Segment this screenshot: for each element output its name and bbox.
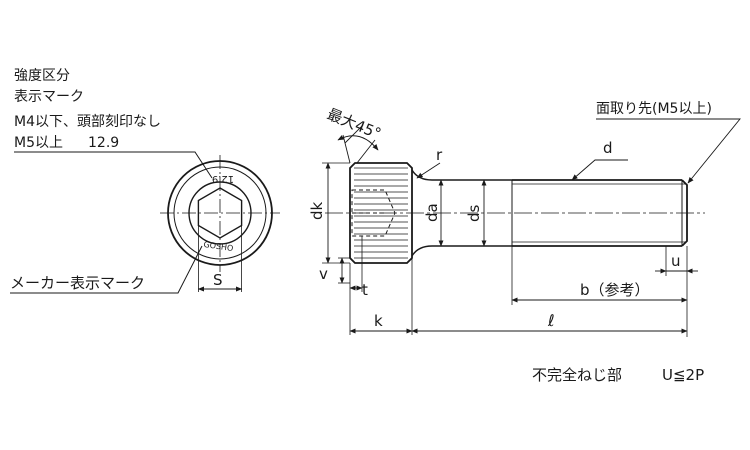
da-label: da [423, 203, 441, 222]
bolt-side-view [325, 162, 705, 264]
v-label: v [319, 265, 328, 283]
d-leader [571, 159, 628, 181]
head-outer-circle [167, 160, 273, 266]
max-angle-label: 最大45° [325, 105, 384, 143]
grade-leader-line [14, 151, 213, 179]
ds-label: ds [465, 204, 483, 222]
angle-arc [337, 135, 379, 151]
d-label: d [603, 139, 613, 157]
b-label: b（参考） [580, 281, 650, 299]
hex-socket [197, 187, 243, 239]
bolt-tip-chamfer [681, 179, 688, 247]
head-end-view: 12.9 GOSHO [160, 155, 280, 272]
chamfer-leader [596, 118, 741, 184]
m5-label: M5以上 [14, 135, 63, 151]
strength-class-title: 強度区分 [14, 68, 70, 84]
dk-label: dk [308, 201, 326, 220]
incomplete-thread-note: 不完全ねじ部 [532, 366, 622, 384]
r-label: r [436, 146, 443, 164]
angle-ext-left [342, 134, 351, 164]
s-label: S [213, 271, 223, 289]
head-chamfer-circle [173, 166, 267, 260]
socket-circle [188, 181, 252, 245]
u-rule-note: U≦2P [662, 366, 704, 384]
chamfer-note: 面取り先(M5以上) [596, 101, 712, 117]
head-knurl [354, 167, 408, 259]
u-label: u [671, 252, 681, 270]
angle-ext-right [356, 139, 376, 164]
maker-mark-text: GOSHO [203, 240, 234, 253]
socket-hidden-lines [351, 189, 396, 237]
k-label: k [374, 312, 383, 330]
r-leader [416, 162, 441, 179]
maker-mark-label: メーカー表示マーク [10, 274, 145, 292]
m5-value: 12.9 [88, 135, 119, 151]
t-label: t [362, 281, 368, 299]
maker-leader-line [10, 245, 203, 294]
grade-mark: 12.9 [212, 173, 234, 184]
display-mark-title: 表示マーク [14, 89, 84, 105]
l-label: ℓ [547, 311, 555, 330]
m4-note: M4以下、頭部刻印なし [14, 114, 161, 130]
